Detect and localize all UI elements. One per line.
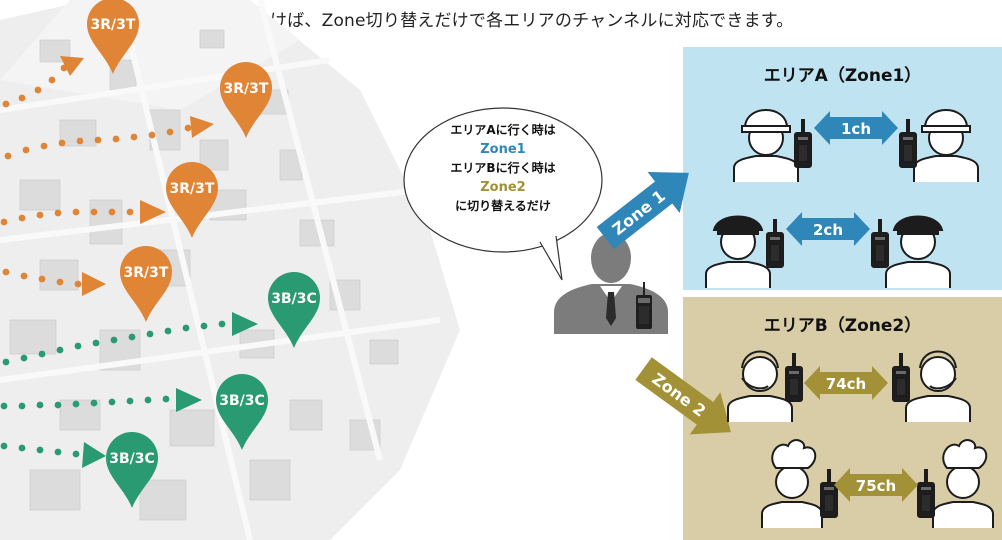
- speech-bubble: [403, 107, 603, 281]
- bubble-line-5: に切り替えるだけ: [455, 199, 551, 213]
- zone2-arrow: Zone 2: [635, 357, 731, 435]
- pin-label: 3R/3T: [124, 265, 169, 281]
- area-b-people: [727, 350, 994, 528]
- area-a-title: エリアA（Zone1）: [763, 66, 922, 86]
- hard-hat-worker-icon: [733, 109, 799, 182]
- pin-3b3c-1: 3B/3C: [268, 272, 320, 348]
- ch-arrow-1ch: 1ch: [814, 111, 898, 145]
- ch-arrow-74ch: 74ch: [804, 366, 888, 400]
- route-dots: [0, 56, 258, 468]
- bubble-line-3: エリアBに行く時は: [450, 161, 556, 175]
- headset-operator-icon: [905, 350, 971, 422]
- ch-arrow-2ch: 2ch: [786, 212, 870, 246]
- speech-bubble-text: エリアAに行く時は Zone1 エリアBに行く時は Zone2 に切り替えるだけ: [410, 121, 596, 216]
- hard-hat-worker-icon: [913, 109, 979, 182]
- bubble-line-zone1: Zone1: [480, 142, 526, 157]
- ch-label: 74ch: [826, 375, 866, 393]
- businessman-icon: [554, 233, 668, 334]
- police-officer-icon: [885, 215, 951, 288]
- ch-arrow-75ch: 75ch: [834, 468, 918, 502]
- chef-icon: [932, 439, 994, 528]
- ch-label: 2ch: [813, 221, 843, 239]
- ch-label: 1ch: [841, 120, 871, 138]
- bubble-line-1: エリアAに行く時は: [450, 123, 556, 137]
- ch-label: 75ch: [856, 477, 896, 495]
- area-a-people: [705, 109, 979, 288]
- chef-icon: [761, 439, 823, 528]
- headset-operator-icon: [727, 350, 793, 422]
- pin-label: 3R/3T: [224, 81, 269, 97]
- pin-label: 3B/3C: [219, 393, 265, 409]
- city-map: [0, 0, 460, 540]
- pin-label: 3B/3C: [271, 291, 317, 307]
- intro-text: けば、Zone切り替えだけで各エリアのチャンネルに対応できます。: [270, 11, 794, 31]
- pin-3b3c-3: 3B/3C: [106, 432, 158, 508]
- pin-3r3t-3: 3R/3T: [166, 162, 218, 238]
- police-officer-icon: [705, 215, 771, 288]
- pin-3r3t-1: 3R/3T: [87, 0, 139, 74]
- map-pins: 3R/3T 3R/3T 3R/3T 3R/3T 3B/3C 3B/3C 3B/3…: [87, 0, 320, 508]
- pin-label: 3R/3T: [170, 181, 215, 197]
- bubble-line-zone2: Zone2: [480, 180, 526, 195]
- pin-3b3c-2: 3B/3C: [216, 374, 268, 450]
- pin-3r3t-2: 3R/3T: [220, 62, 272, 138]
- area-b-title: エリアB（Zone2）: [763, 316, 922, 336]
- pin-label: 3R/3T: [91, 17, 136, 33]
- pin-3r3t-4: 3R/3T: [120, 246, 172, 322]
- pin-label: 3B/3C: [109, 451, 155, 467]
